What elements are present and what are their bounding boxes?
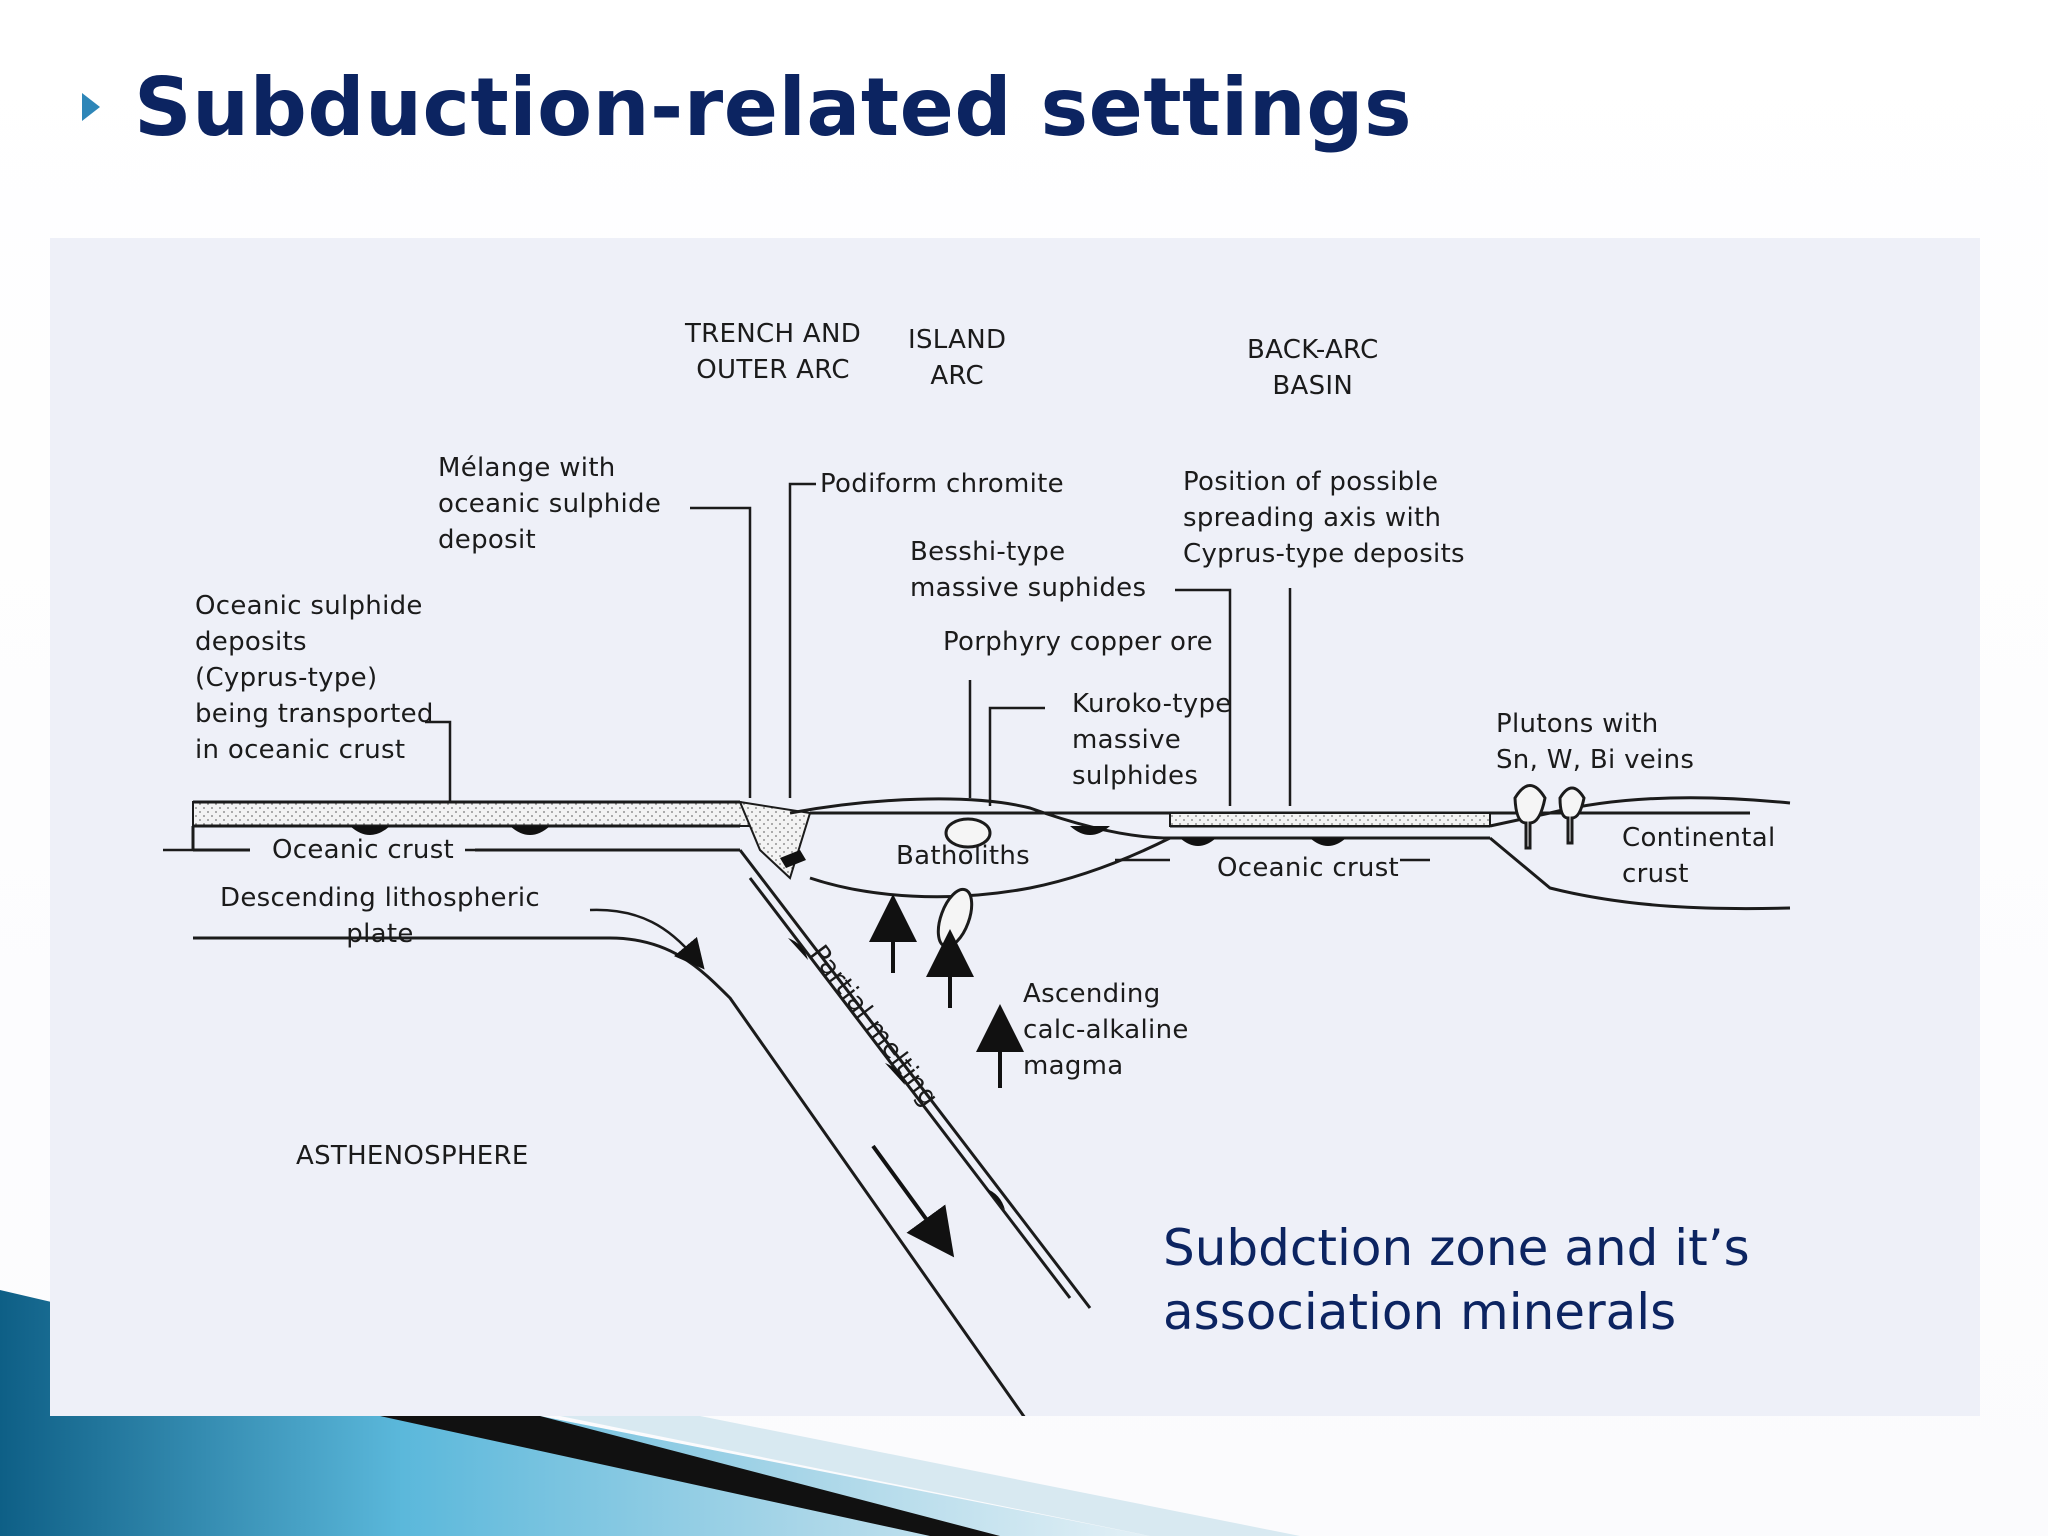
pluton-icon [1513,784,1547,850]
deposit-lens [510,826,550,835]
deposit-lens [1070,826,1110,835]
leader-oceanic-sulphide [425,720,452,802]
deposit-lens [350,826,390,835]
diagram-drawing [163,482,1791,1416]
deposit-lens [985,1188,1005,1210]
slab-middle [748,877,1072,1299]
leader-melange [690,506,752,798]
slab-top [738,849,1092,1309]
deposit-lens [1180,838,1216,846]
trench-wedge [738,800,812,880]
leader-descending [589,908,705,970]
batholith-oval [944,817,992,849]
label-oceanic-crust-right: Oceanic crust [1217,853,1400,883]
slide-title: Subduction-related settings [134,60,1413,154]
pluton-icon [1558,786,1586,845]
leader-podiform [788,482,816,798]
slab-motion-arrow [871,1144,955,1258]
deposit-lens [885,1063,905,1085]
deposit-lens [780,850,806,868]
leader-besshi [1175,588,1232,806]
arc-body [789,797,1171,899]
batholith-oval [936,887,974,949]
label-asthenosphere: ASTHENOSPHERE [296,1141,529,1171]
label-porphyry: Porphyry copper ore [943,627,1213,657]
title-bullet-icon [82,93,100,121]
deposit-lens [1310,838,1346,846]
label-podiform: Podiform chromite [820,469,1064,499]
deposit-lens [788,938,808,960]
sediment-layer-left [192,801,791,827]
label-oceanic-crust-left: Oceanic crust [272,835,455,865]
title-row: Subduction-related settings [82,52,1412,162]
label-batholiths: Batholiths [896,841,1031,871]
leader-kuroko [988,706,1045,806]
slab-bottom [193,936,1026,1416]
